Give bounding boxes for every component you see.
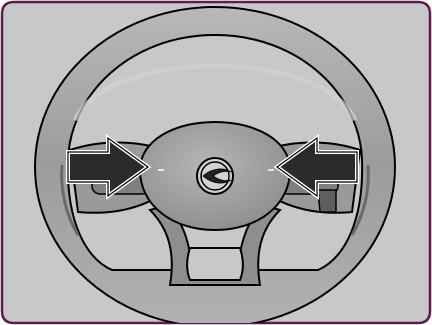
- brand-emblem-icon: [197, 158, 233, 194]
- steering-wheel-hub: [140, 122, 290, 230]
